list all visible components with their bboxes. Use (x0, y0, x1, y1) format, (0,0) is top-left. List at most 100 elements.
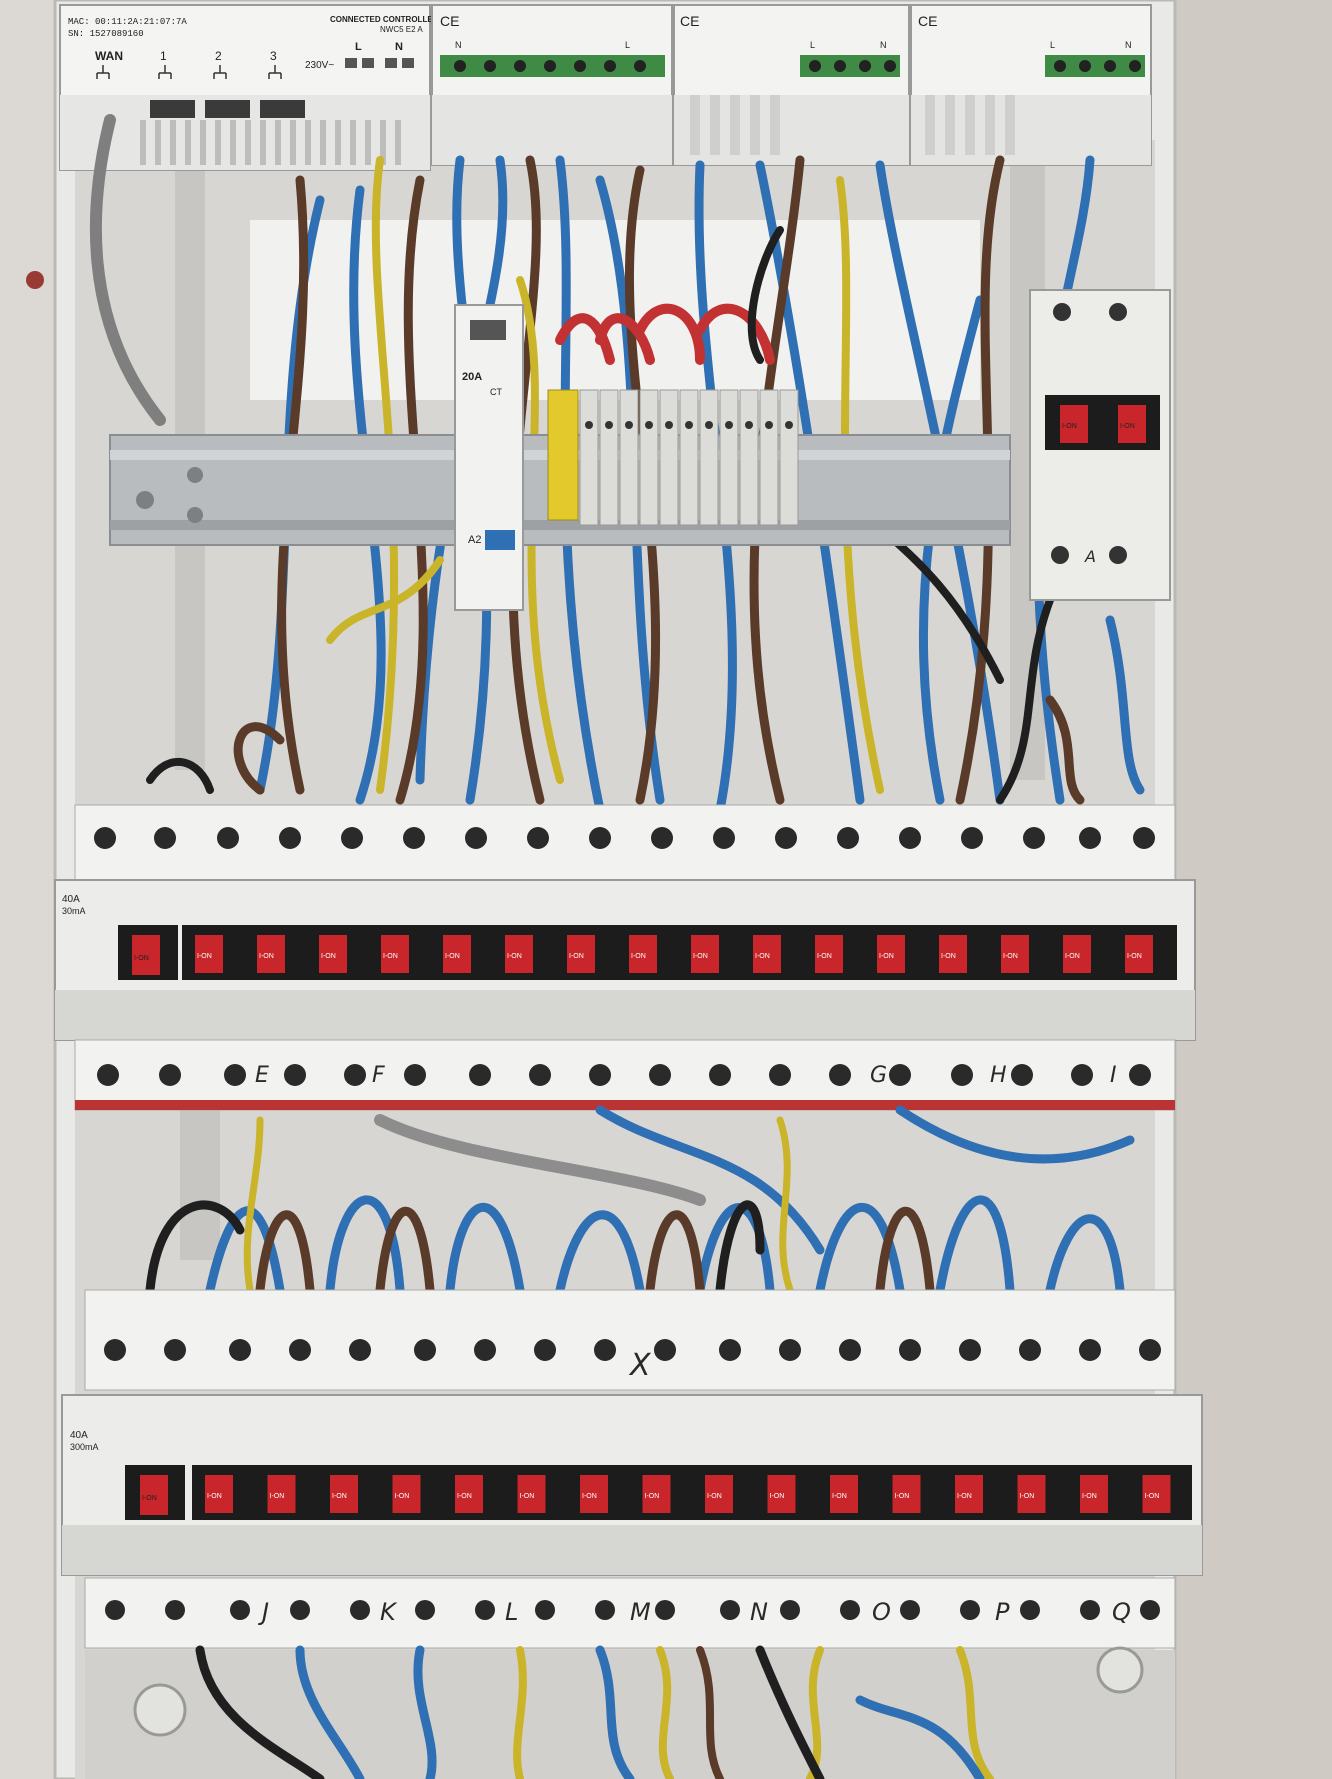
lower-mcb-on-label: I-ON (457, 1493, 472, 1500)
din-module-1: CE N L (431, 4, 673, 166)
handwritten-h: H (990, 1063, 1007, 1088)
main-breaker-toggle-1[interactable]: I-ON (1060, 405, 1088, 443)
upper-mcb-on-label: I-ON (507, 953, 522, 960)
upper-mcb-toggle-13[interactable]: I-ON (939, 935, 967, 973)
upper-mcb-on-label: I-ON (693, 953, 708, 960)
upper-mcb-toggle-4[interactable]: I-ON (381, 935, 409, 973)
lower-mcb-toggle-8[interactable]: I-ON (642, 1475, 671, 1513)
lower-mcb-toggle-13[interactable]: I-ON (955, 1475, 983, 1513)
lower-mcb-toggle-3[interactable]: I-ON (330, 1475, 358, 1513)
lower-mcb-toggle-16[interactable]: I-ON (1142, 1475, 1171, 1513)
lower-mcb-toggle-10[interactable]: I-ON (767, 1475, 796, 1513)
upper-mcb-toggle-11[interactable]: I-ON (815, 935, 843, 973)
upper-mcb-toggle-1[interactable]: I-ON (195, 935, 223, 973)
upper-mcb-toggle-8[interactable]: I-ON (629, 935, 657, 973)
main-on-label-2: I-ON (1120, 423, 1135, 430)
wan-label: WAN (95, 49, 123, 63)
din2-n-label: N (880, 40, 887, 50)
din3-n-label: N (1125, 40, 1132, 50)
handwritten-o: O (872, 1598, 891, 1626)
upper-mcb-on-label: I-ON (1003, 953, 1018, 960)
upper-mcb-on-label: I-ON (197, 953, 212, 960)
controller-mac: MAC: 00:11:2A:21:07:7A (68, 17, 187, 27)
upper-mcb-toggle-12[interactable]: I-ON (877, 935, 905, 973)
contactor-code: CT (490, 387, 502, 397)
upper-mcb-on-label: I-ON (383, 953, 398, 960)
lower-mcb-on-label: I-ON (582, 1493, 597, 1500)
upper-mcb-on-label: I-ON (569, 953, 584, 960)
upper-rcd-rating: 40A (62, 894, 80, 905)
lower-mcb-on-label: I-ON (895, 1493, 910, 1500)
lower-terminal-strip-top: X (84, 1289, 1176, 1391)
upper-mcb-toggle-7[interactable]: I-ON (567, 935, 595, 973)
din-module-2: CE L N (673, 4, 910, 166)
controller-sn: SN: 1527089160 (68, 29, 144, 39)
upper-mcb-on-label: I-ON (941, 953, 956, 960)
wiring-bottom (85, 1645, 1175, 1779)
upper-mcb-toggle-15[interactable]: I-ON (1063, 935, 1091, 973)
lower-mcb-on-label: I-ON (270, 1493, 285, 1500)
lower-mcb-on-label: I-ON (520, 1493, 535, 1500)
main-on-label-1: I-ON (1062, 423, 1077, 430)
upper-mcb-toggle-16[interactable]: I-ON (1125, 935, 1153, 973)
lower-mcb-toggle-6[interactable]: I-ON (517, 1475, 546, 1513)
upper-mcb-toggle-14[interactable]: I-ON (1001, 935, 1029, 973)
lower-rcd-toggle[interactable]: I-ON (140, 1475, 168, 1515)
lower-mcb-on-label: I-ON (1020, 1493, 1035, 1500)
lower-mcb-on-label: I-ON (207, 1493, 222, 1500)
controller-n-label: N (395, 41, 403, 53)
upper-mcb-on-label: I-ON (259, 953, 274, 960)
network-port-icon (96, 65, 282, 79)
controller-model: NWC5 E2 A (380, 25, 423, 34)
lower-mcb-toggle-9[interactable]: I-ON (705, 1475, 733, 1513)
lower-mcb-toggle-11[interactable]: I-ON (830, 1475, 858, 1513)
upper-mcb-toggle-3[interactable]: I-ON (319, 935, 347, 973)
handwritten-m: M (630, 1598, 651, 1626)
din1-n-label: N (455, 40, 462, 50)
upper-mcb-on-label: I-ON (631, 953, 646, 960)
lower-mcb-on-label: I-ON (1145, 1493, 1160, 1500)
upper-mcb-toggle-5[interactable]: I-ON (443, 935, 471, 973)
main-breaker: I-ON I-ON A (1029, 289, 1171, 601)
handwritten-mark-a: A (1084, 547, 1096, 566)
lower-mcb-on-label: I-ON (770, 1493, 785, 1500)
upper-rcd: 40A 30mA I-ON (62, 894, 178, 980)
lower-mcb-toggles: I-ON I-ON I-ON I-ON I-ON I-ON I-ON I-ON I-ON I-ON… (205, 1475, 1171, 1513)
wall-plug (26, 271, 44, 289)
handwritten-e: E (255, 1063, 269, 1088)
lower-mcb-toggle-5[interactable]: I-ON (455, 1475, 483, 1513)
handwritten-q: Q (1112, 1598, 1131, 1626)
lower-mcb-toggle-4[interactable]: I-ON (392, 1475, 421, 1513)
lower-terminal-strip-bottom: J K L M N O P Q (84, 1577, 1176, 1649)
upper-mcb-toggles: I-ON I-ON I-ON I-ON I-ON I-ON I-ON I-ON I-ON I-ON… (195, 935, 1153, 973)
upper-mcb-toggle-9[interactable]: I-ON (691, 935, 719, 973)
lower-mcb-toggle-12[interactable]: I-ON (892, 1475, 921, 1513)
lower-mcb-toggle-15[interactable]: I-ON (1080, 1475, 1108, 1513)
upper-mcb-toggle-10[interactable]: I-ON (753, 935, 781, 973)
upper-mcb-on-label: I-ON (445, 953, 460, 960)
upper-terminal-strip (74, 804, 1176, 884)
lower-mcb-toggle-2[interactable]: I-ON (267, 1475, 296, 1513)
lower-mcb-toggle-1[interactable]: I-ON (205, 1475, 233, 1513)
upper-mcb-toggle-6[interactable]: I-ON (505, 935, 533, 973)
lower-mcb-on-label: I-ON (832, 1493, 847, 1500)
port-label-3: 3 (270, 49, 277, 63)
main-breaker-toggle-2[interactable]: I-ON (1118, 405, 1146, 443)
lower-mcb-on-label: I-ON (1082, 1493, 1097, 1500)
upper-mcb-on-label: I-ON (879, 953, 894, 960)
upper-rcd-toggle[interactable]: I-ON (132, 935, 160, 975)
lower-rcd-sensitivity: 300mA (70, 1442, 99, 1452)
lower-rcd: 40A 300mA I-ON (70, 1430, 185, 1520)
ce-mark: CE (918, 13, 937, 29)
contactor-rating: 20A (462, 371, 482, 383)
lower-mcb-toggle-14[interactable]: I-ON (1017, 1475, 1046, 1513)
lower-rcd-rating: 40A (70, 1430, 88, 1441)
upper-mcb-on-label: I-ON (1065, 953, 1080, 960)
controller-voltage: 230V~ (305, 60, 334, 71)
controller-title: CONNECTED CONTROLLER (330, 15, 439, 24)
upper-mcb-toggle-2[interactable]: I-ON (257, 935, 285, 973)
ce-mark: CE (440, 13, 459, 29)
lower-mcb-toggle-7[interactable]: I-ON (580, 1475, 608, 1513)
